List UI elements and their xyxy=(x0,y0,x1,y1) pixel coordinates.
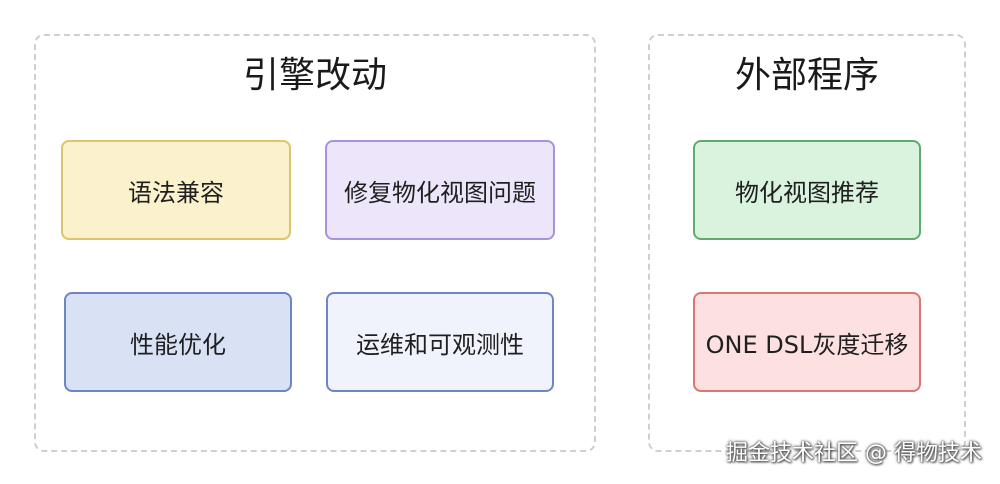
dsl-gray-migration-node: ONE DSL灰度迁移 xyxy=(693,292,921,392)
performance-optimization-node: 性能优化 xyxy=(64,292,292,392)
watermark-text: 掘金技术社区 @ 得物技术 xyxy=(726,441,982,466)
external-programs-title: 外部程序 xyxy=(734,55,879,96)
engine-changes-title: 引擎改动 xyxy=(242,55,387,96)
external-programs-group: 外部程序 xyxy=(648,34,966,452)
fix-materialized-view-node: 修复物化视图问题 xyxy=(325,140,555,240)
engine-changes-group: 引擎改动 xyxy=(34,34,596,452)
materialized-view-recommend-node: 物化视图推荐 xyxy=(693,140,921,240)
ops-observability-node: 运维和可观测性 xyxy=(326,292,554,392)
syntax-compat-node: 语法兼容 xyxy=(61,140,291,240)
